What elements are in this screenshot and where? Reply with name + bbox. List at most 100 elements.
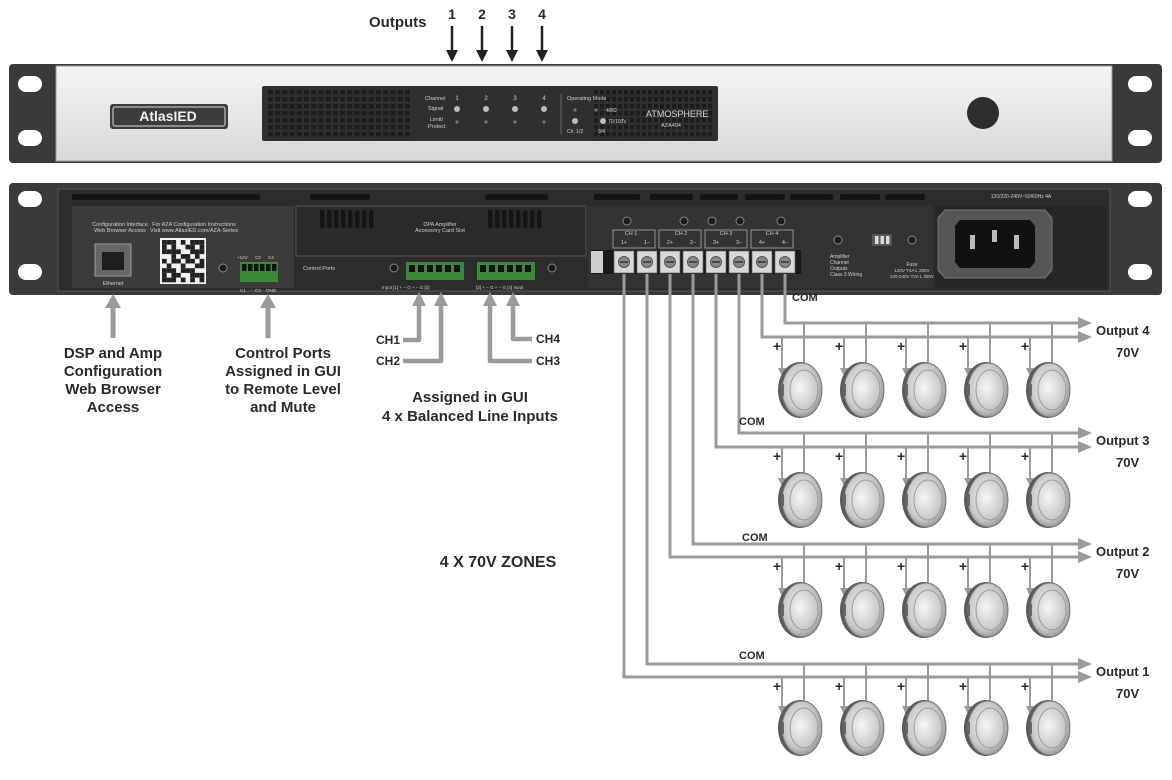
vent-hole xyxy=(690,125,694,130)
qr-module xyxy=(180,268,186,273)
dpa-vent xyxy=(488,210,493,228)
vent-hole xyxy=(304,90,309,95)
dsp-callout-text: Web Browser xyxy=(65,381,161,398)
terminal-label: 1+ xyxy=(621,240,627,246)
output-arrow-head xyxy=(506,50,518,62)
vent-hole xyxy=(702,111,706,116)
speaker-grille-ring xyxy=(789,369,819,411)
vent-hole xyxy=(648,125,652,130)
vent-hole xyxy=(404,104,410,109)
terminal-label: 1− xyxy=(644,240,650,246)
com-label: COM xyxy=(742,532,768,544)
vent-hole xyxy=(666,104,670,109)
dpa-vent xyxy=(495,210,500,228)
vent-hole xyxy=(368,90,374,95)
terminal-label: 4− xyxy=(782,240,788,246)
ctrl-pin-label: GND xyxy=(266,288,277,293)
vent-hole xyxy=(383,90,389,95)
vent-hole xyxy=(684,90,688,95)
vent-hole xyxy=(642,111,646,116)
ceiling-speaker xyxy=(781,700,823,756)
vent-hole xyxy=(318,90,324,95)
dip-switch-lever xyxy=(875,236,879,244)
fuse-label: Fuse xyxy=(906,262,917,268)
vent-hole xyxy=(636,118,640,123)
output-number: 2 xyxy=(478,6,486,22)
terminal-label: 3+ xyxy=(713,240,719,246)
dpa-title: DPA Amplifier xyxy=(423,222,456,228)
ceiling-speaker xyxy=(1029,700,1071,756)
polarity-plus: + xyxy=(897,678,905,694)
speaker-grille-ring xyxy=(913,707,943,749)
vent-hole xyxy=(383,97,389,102)
qr-module xyxy=(199,272,205,278)
vent-hole xyxy=(318,97,324,102)
vent-hole xyxy=(282,111,288,116)
vent-hole xyxy=(376,104,381,109)
vent-hole xyxy=(624,111,628,116)
qr-module xyxy=(199,249,205,255)
vent-hole xyxy=(325,132,331,137)
amp-outputs-label: Amplifier xyxy=(830,254,850,260)
vent-hole xyxy=(666,118,670,123)
speaker-drop-arrow xyxy=(840,706,848,714)
vent-hole xyxy=(311,132,317,137)
vent-hole xyxy=(630,125,634,130)
vent-hole xyxy=(702,132,706,137)
control-port-pin xyxy=(254,264,259,271)
vent-hole xyxy=(390,104,396,109)
vent-hole xyxy=(636,125,640,130)
mode-button xyxy=(572,118,578,124)
polarity-plus: + xyxy=(897,558,905,574)
qr-module xyxy=(166,277,172,283)
speaker-clip xyxy=(905,722,908,734)
vent-hole xyxy=(268,132,273,137)
vent-hole xyxy=(654,97,658,102)
zone-bus-arrow xyxy=(1078,317,1092,329)
rear-screw xyxy=(622,216,632,226)
vent-hole xyxy=(390,97,396,102)
vent-hole xyxy=(361,97,367,102)
speaker-clip xyxy=(967,494,970,506)
channel-group-box xyxy=(612,229,656,249)
vent-hole xyxy=(672,111,676,116)
vent-hole xyxy=(648,97,652,102)
vent-hole xyxy=(672,97,676,102)
vent-hole xyxy=(678,125,682,130)
ceiling-speaker xyxy=(843,582,885,638)
vent-hole xyxy=(282,104,288,109)
vent-hole xyxy=(690,90,694,95)
vent-hole xyxy=(340,104,345,109)
dpa-vent xyxy=(362,210,367,228)
rear-top-vent xyxy=(485,194,548,200)
control-callout-text: Control Ports xyxy=(235,345,331,362)
control-callout-text: to Remote Level xyxy=(225,381,341,398)
front-channel-number: 3 xyxy=(513,96,517,102)
iec-pin xyxy=(970,235,975,249)
vent-hole xyxy=(618,90,622,95)
vent-hole xyxy=(289,111,295,116)
polarity-plus: + xyxy=(1021,678,1029,694)
vent-hole xyxy=(630,111,634,116)
speaker-grille-ring xyxy=(975,479,1005,521)
vent-hole xyxy=(296,125,302,130)
front-channel-number: 4 xyxy=(542,96,546,102)
qr-module xyxy=(176,258,181,264)
vent-hole xyxy=(696,90,700,95)
qr-module xyxy=(180,240,186,245)
vent-hole xyxy=(642,118,646,123)
vent-hole xyxy=(354,111,360,116)
zone-bus-arrow xyxy=(1078,658,1092,670)
brand-logo-border xyxy=(112,106,226,127)
polarity-plus: + xyxy=(959,448,967,464)
vent-hole xyxy=(376,132,381,137)
dpa-vent xyxy=(369,210,374,228)
vent-hole xyxy=(368,132,374,137)
qr-module xyxy=(171,249,177,255)
qr-module xyxy=(180,254,186,259)
vent-hole xyxy=(340,97,345,102)
amp-outputs-label: Channel xyxy=(830,260,849,266)
signal-led xyxy=(541,106,547,112)
vent-hole xyxy=(696,118,700,123)
output-number: 1 xyxy=(448,6,456,22)
